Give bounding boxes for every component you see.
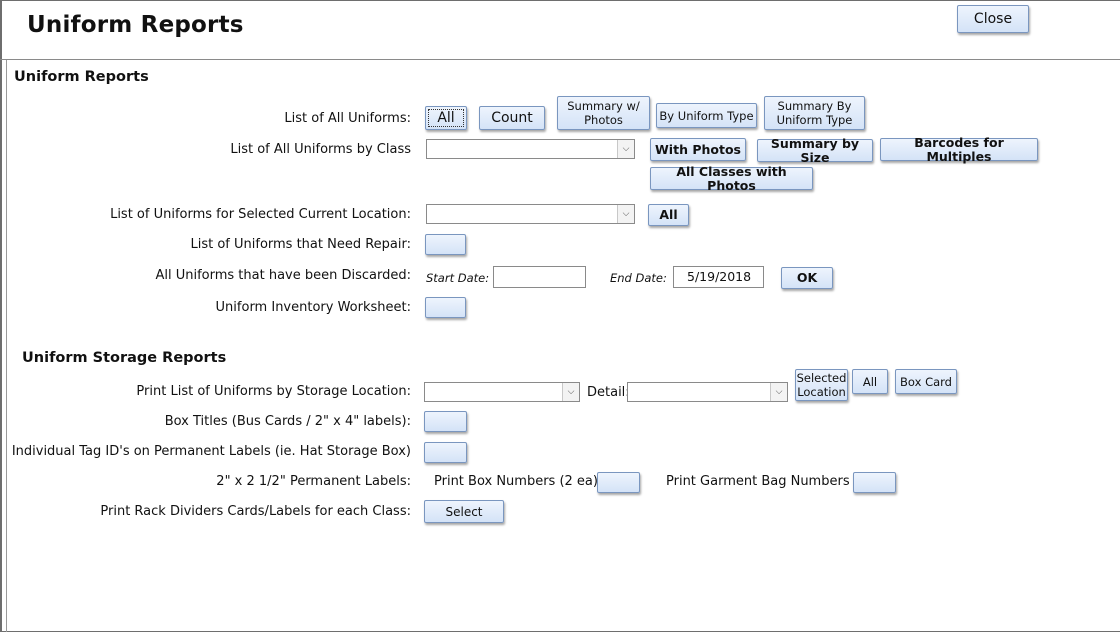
chevron-down-icon: ⌵ (617, 205, 634, 223)
all-classes-with-photos-button[interactable]: All Classes with Photos (650, 164, 813, 192)
page-title: Uniform Reports (27, 12, 244, 38)
rack-dividers-label: Print Rack Dividers Cards/Labels for eac… (100, 504, 411, 519)
list-all-uniforms-label: List of All Uniforms: (284, 111, 411, 126)
chevron-down-icon: ⌵ (617, 140, 634, 158)
list-by-class-label: List of All Uniforms by Class (230, 142, 411, 157)
discarded-label: All Uniforms that have been Discarded: (155, 268, 411, 283)
summary-by-size-button[interactable]: Summary by Size (757, 136, 873, 164)
current-location-select[interactable]: ⌵ (426, 204, 635, 224)
list-all-all-button[interactable]: All (425, 106, 467, 130)
chevron-down-icon: ⌵ (562, 383, 579, 401)
current-location-label: List of Uniforms for Selected Current Lo… (110, 207, 411, 222)
discarded-ok-button[interactable]: OK (781, 267, 833, 289)
selected-location-button[interactable]: Selected Location (795, 369, 848, 401)
garment-bag-label: Print Garment Bag Numbers : (666, 474, 859, 489)
by-uniform-type-button[interactable]: By Uniform Type (656, 103, 757, 128)
storage-location-label: Print List of Uniforms by Storage Locati… (136, 384, 411, 399)
permanent-labels-label: 2" x 2 1/2" Permanent Labels: (216, 474, 411, 489)
barcodes-for-multiples-button[interactable]: Barcodes for Multiples (880, 135, 1038, 163)
header-bar: Uniform Reports (0, 0, 1120, 60)
storage-location-select[interactable]: ⌵ (424, 382, 580, 402)
end-date-input[interactable]: 5/19/2018 (673, 266, 764, 288)
tag-ids-button[interactable] (424, 442, 467, 463)
box-numbers-button[interactable] (597, 472, 640, 493)
tag-ids-label: Individual Tag ID's on Permanent Labels … (11, 444, 411, 459)
location-all-button[interactable]: All (648, 204, 689, 226)
need-repair-label: List of Uniforms that Need Repair: (190, 237, 411, 252)
chevron-down-icon: ⌵ (770, 383, 787, 401)
section-heading-storage-reports: Uniform Storage Reports (22, 350, 227, 366)
inventory-worksheet-button[interactable] (425, 297, 466, 318)
detail-label: Detail: (587, 385, 630, 400)
rack-dividers-select-button[interactable]: Select (424, 500, 504, 523)
class-select[interactable]: ⌵ (426, 139, 635, 159)
list-all-count-button[interactable]: Count (479, 106, 545, 130)
with-photos-button[interactable]: With Photos (650, 138, 746, 161)
storage-all-button[interactable]: All (852, 369, 888, 394)
close-button[interactable]: Close (957, 5, 1029, 33)
detail-select[interactable]: ⌵ (627, 382, 788, 402)
garment-bag-button[interactable] (853, 472, 896, 493)
section-heading-uniform-reports: Uniform Reports (14, 69, 149, 85)
box-titles-label: Box Titles (Bus Cards / 2" x 4" labels): (164, 414, 411, 429)
end-date-label: End Date: (610, 271, 667, 285)
box-numbers-label: Print Box Numbers (2 ea) (434, 474, 598, 489)
box-titles-button[interactable] (424, 411, 467, 432)
start-date-input[interactable] (493, 266, 586, 288)
summary-with-photos-button[interactable]: Summary w/ Photos (557, 96, 650, 130)
start-date-label: Start Date: (426, 271, 490, 285)
inventory-worksheet-label: Uniform Inventory Worksheet: (215, 300, 411, 315)
left-divider (6, 60, 7, 632)
need-repair-button[interactable] (425, 234, 466, 255)
box-card-button[interactable]: Box Card (895, 369, 957, 394)
summary-by-uniform-type-button[interactable]: Summary By Uniform Type (764, 96, 865, 130)
